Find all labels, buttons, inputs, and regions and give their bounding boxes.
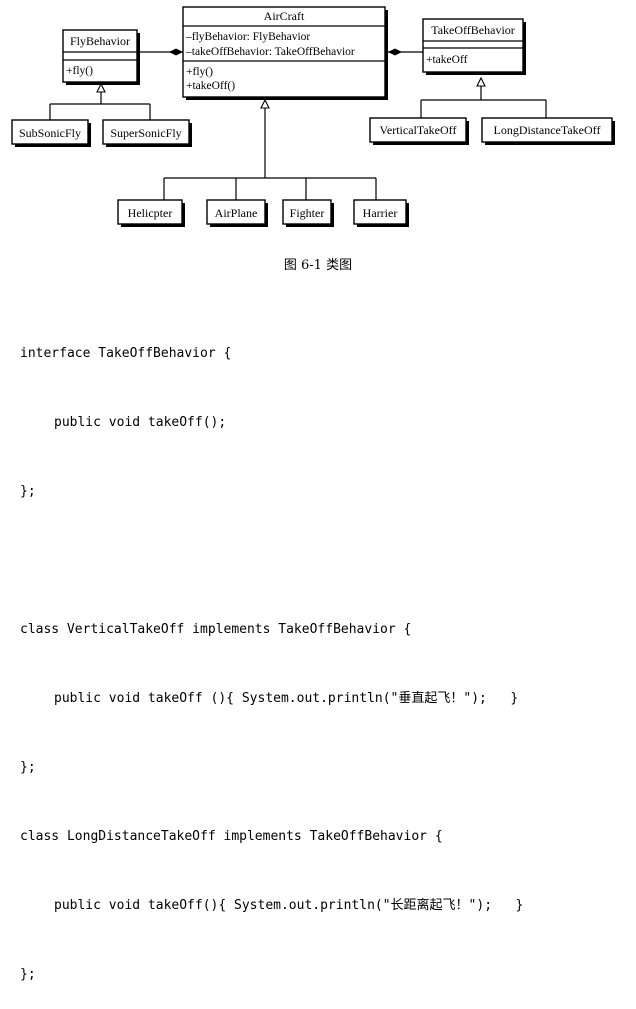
harrier-class: Harrier (353, 199, 409, 227)
aircraft-name: AirCraft (264, 9, 305, 23)
class-diagram: AirCraft –flyBehavior: FlyBehavior –take… (11, 6, 615, 227)
helicpter-class: Helicpter (117, 199, 185, 227)
fighter-class: Fighter (282, 199, 334, 227)
takeoffbehavior-name: TakeOffBehavior (431, 23, 515, 37)
figure-caption: 图 6-1 类图 (283, 258, 353, 273)
fly-inherit-arrow (96, 82, 106, 93)
composition-diamond-fly (169, 48, 183, 56)
supersonicfly-class: SuperSonicFly (102, 119, 192, 147)
verticaltakeoff-name: VerticalTakeOff (380, 123, 457, 137)
fighter-name: Fighter (290, 206, 325, 220)
aircraft-method-2: +takeOff() (186, 80, 235, 92)
aircraft-class: AirCraft –flyBehavior: FlyBehavior –take… (182, 6, 388, 100)
takeoffbehavior-class: TakeOffBehavior +takeOff (422, 18, 526, 75)
code-line: public void takeOff(); (20, 411, 523, 434)
supersonicfly-name: SuperSonicFly (110, 126, 181, 140)
flybehavior-name: FlyBehavior (70, 34, 130, 48)
helicpter-name: Helicpter (128, 206, 173, 220)
code-line: class VerticalTakeOff implements TakeOff… (20, 622, 412, 637)
code-line: class LongDistanceTakeOff implements Tak… (20, 829, 443, 844)
code-line: public void takeOff (){ System.out.print… (20, 687, 523, 710)
code-line: }; (20, 484, 36, 499)
code-line-text: public void takeOff(){ System.out.printl… (54, 898, 524, 913)
code-line: interface TakeOffBehavior { (20, 346, 232, 361)
longdistancetakeoff-class: LongDistanceTakeOff (481, 117, 615, 145)
flybehavior-method-1: +fly() (66, 65, 93, 77)
composition-diamond-takeoff (388, 48, 402, 56)
code-blank-line (20, 549, 523, 572)
aircraft-method-1: +fly() (186, 66, 213, 78)
code-line-text: public void takeOff (){ System.out.print… (54, 691, 519, 706)
code-listing: interface TakeOffBehavior { public void … (20, 296, 523, 1009)
subsonicfly-name: SubSonicFly (19, 126, 81, 140)
code-line: public void takeOff(){ System.out.printl… (20, 894, 523, 917)
takeoffbehavior-method-1: +takeOff (426, 54, 468, 66)
airplane-class: AirPlane (206, 199, 268, 227)
flybehavior-class: FlyBehavior +fly() (62, 29, 140, 85)
harrier-name: Harrier (363, 206, 398, 220)
takeoff-inherit-arrow (476, 76, 486, 87)
airplane-name: AirPlane (215, 206, 258, 220)
code-line: }; (20, 967, 36, 982)
code-line-text: public void takeOff(); (54, 415, 227, 430)
aircraft-inherit-arrow (260, 98, 270, 109)
longdistancetakeoff-name: LongDistanceTakeOff (494, 123, 601, 137)
aircraft-attr-2: –takeOffBehavior: TakeOffBehavior (185, 46, 355, 58)
code-line: }; (20, 760, 36, 775)
aircraft-attr-1: –flyBehavior: FlyBehavior (185, 31, 310, 43)
subsonicfly-class: SubSonicFly (11, 119, 91, 147)
verticaltakeoff-class: VerticalTakeOff (369, 117, 469, 145)
